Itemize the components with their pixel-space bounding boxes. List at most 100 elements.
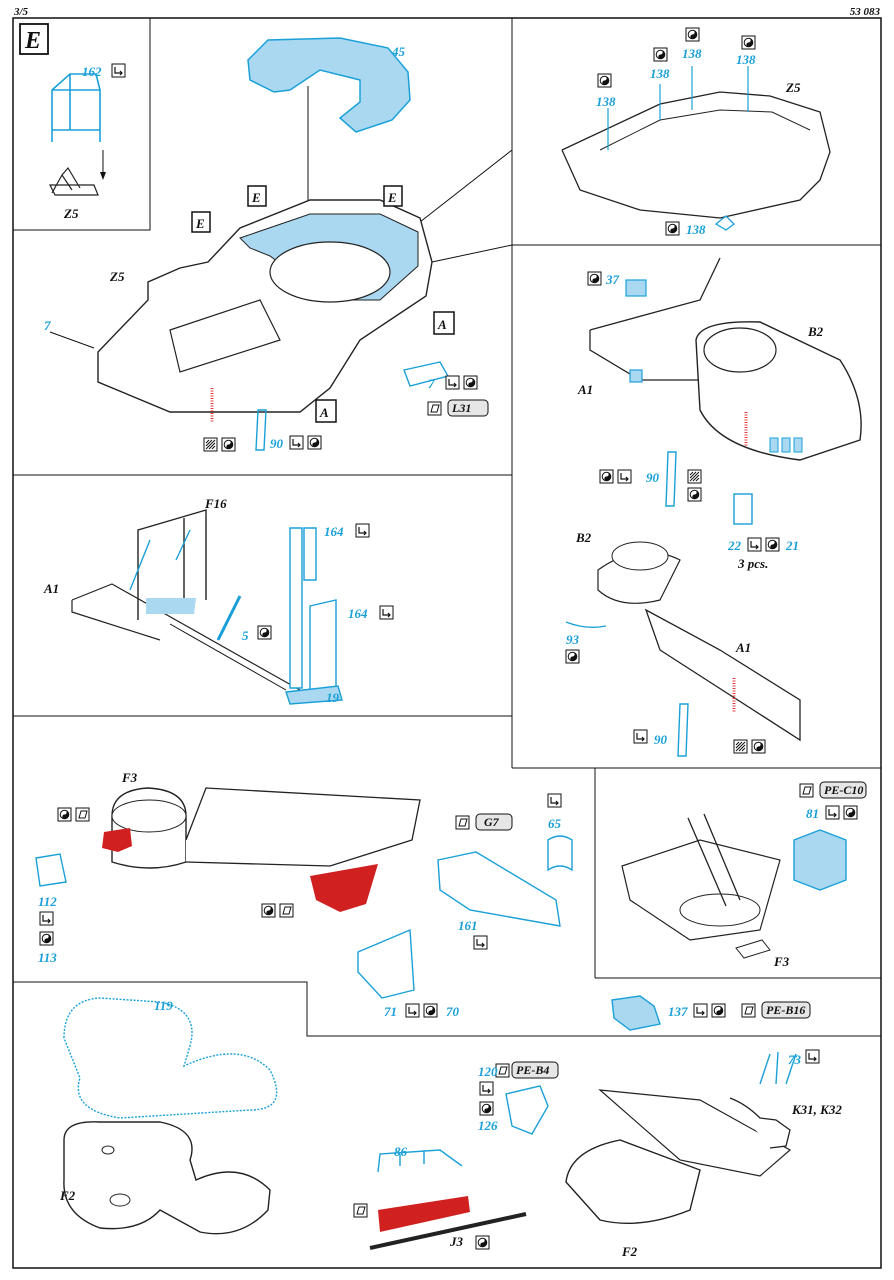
part-7-drawing — [403, 361, 450, 387]
part-164-a-drawing — [289, 527, 317, 689]
section-letter: E — [24, 28, 41, 54]
part-112-drawing — [35, 853, 67, 887]
part-label-73: 73 — [788, 1052, 802, 1067]
panel-f3-ladder: PE-C10 81 F3 — [621, 781, 867, 969]
target-a1-lower: A1 — [735, 640, 751, 655]
target-k31-k32: K31, K32 — [791, 1102, 842, 1117]
panel-e-corner: E 162 Z5 — [19, 23, 126, 221]
callout-e-2: E — [251, 190, 261, 205]
target-f2-left: F2 — [59, 1188, 76, 1203]
target-z5-main-label: Z5 — [109, 269, 125, 284]
part-label-7-mid: 7 — [428, 376, 435, 391]
callout-a-2: A — [319, 405, 329, 420]
ladder-90-b2-drawing — [665, 451, 677, 507]
part-label-138-e: 138 — [686, 222, 706, 237]
part-label-119: 119 — [154, 998, 173, 1013]
part-120-drawing — [505, 1085, 549, 1135]
part-81-drawing — [793, 829, 847, 891]
part-86-drawing — [377, 1149, 463, 1173]
outer-frame — [12, 17, 882, 1269]
pcs-label: 3 pcs. — [737, 556, 768, 571]
part-22-drawing — [733, 493, 753, 525]
ref-label-g7: G7 — [484, 815, 500, 829]
part-label-37: 37 — [605, 272, 620, 287]
part-label-138-c: 138 — [682, 46, 702, 61]
panel-f2-right: 137 PE-B16 73 PE-B4 120 126 86 J3 F2 K31… — [353, 995, 842, 1259]
target-j3: J3 — [449, 1234, 464, 1249]
section-letter-box — [19, 23, 49, 55]
part-label-19: 19 — [326, 690, 340, 705]
part-5-drawing — [216, 595, 242, 641]
part-93-drawing — [565, 621, 607, 629]
callout-e-1: E — [195, 216, 205, 231]
target-a1-upper: A1 — [577, 382, 593, 397]
part-label-113: 113 — [38, 950, 57, 965]
panel-f16: F16 A1 5 164 164 19 — [43, 496, 394, 705]
part-label-86: 86 — [394, 1144, 408, 1159]
part-label-164-b: 164 — [348, 606, 368, 621]
part-label-90-a1: 90 — [654, 732, 668, 747]
target-a1-f16: A1 — [43, 581, 59, 596]
deck-detail-drawing — [561, 91, 831, 219]
f3-ladder-base-drawing — [621, 839, 781, 941]
target-b2-lower: B2 — [575, 530, 592, 545]
part-45-drawing — [247, 37, 411, 133]
target-f3-ladder: F3 — [773, 954, 790, 969]
panel-f3: F3 112 113 G7 65 161 71 70 — [35, 770, 573, 1019]
part-19-drawing — [285, 685, 343, 705]
part-label-138-a: 138 — [596, 94, 616, 109]
part-label-93: 93 — [566, 632, 580, 647]
target-z5-label: Z5 — [63, 206, 79, 221]
part-label-120: 120 — [478, 1064, 498, 1079]
a1-lower-drawing — [644, 608, 801, 742]
part-label-81: 81 — [806, 806, 819, 821]
target-z5-detail-label: Z5 — [785, 80, 801, 95]
part-37-drawing — [625, 279, 647, 297]
part-label-138-b: 138 — [650, 66, 670, 81]
f2-right-base-drawing — [565, 1139, 701, 1224]
ref-label-pe-b16: PE-B16 — [766, 1003, 805, 1017]
part-label-90-b2: 90 — [646, 470, 660, 485]
part-label-22: 22 — [727, 538, 742, 553]
part-label-71: 71 — [384, 1004, 397, 1019]
part-label-90-main: 90 — [270, 436, 284, 451]
a1-deck-drawing — [71, 583, 301, 691]
part-label-5: 5 — [242, 628, 249, 643]
panel-f2-left: 119 F2 — [59, 997, 278, 1235]
f2-left-base-drawing — [63, 1121, 271, 1235]
ref-label-pe-c10: PE-C10 — [824, 783, 863, 797]
part-162-drawing — [51, 73, 101, 142]
f16-frame-drawing — [137, 509, 207, 620]
part-label-138-d: 138 — [736, 52, 756, 67]
z5-mount-drawing — [49, 166, 99, 196]
part-164-b-drawing — [309, 599, 337, 691]
red-railing-part — [378, 1196, 470, 1232]
panel-z5-main: 45 7 Z5 E E E A A 7 L31 90 — [44, 37, 489, 452]
ref-label-pe-b4: PE-B4 — [516, 1063, 549, 1077]
part-71-drawing — [357, 928, 415, 999]
panel-z5-detail: 138 138 138 138 138 Z5 — [561, 27, 831, 237]
part-161-drawing — [437, 851, 561, 927]
part-119-drawing — [63, 997, 278, 1119]
part-73-drawing — [759, 1051, 797, 1085]
part-label-70: 70 — [446, 1004, 460, 1019]
callout-e-3: E — [387, 190, 397, 205]
callout-a-1: A — [437, 317, 447, 332]
ref-label-l31: L31 — [451, 401, 471, 415]
red-part-center — [310, 864, 378, 912]
ladder-90-a1-drawing — [677, 703, 689, 757]
part-label-137: 137 — [668, 1004, 688, 1019]
part-label-7-side: 7 — [44, 318, 51, 333]
part-label-112: 112 — [38, 894, 57, 909]
target-b2-upper: B2 — [807, 324, 824, 339]
panel-b2-a1: 37 B2 A1 90 22 21 3 pcs. B2 93 A1 90 — [565, 257, 862, 757]
kit-code: 53 083 — [849, 6, 880, 18]
a1-upper-drawing — [589, 257, 721, 381]
part-label-164-a: 164 — [324, 524, 344, 539]
ladder-90-drawing — [255, 409, 267, 451]
red-part-left — [102, 828, 132, 852]
part-label-21: 21 — [785, 538, 799, 553]
target-f16: F16 — [204, 496, 227, 511]
part-label-45: 45 — [391, 44, 406, 59]
